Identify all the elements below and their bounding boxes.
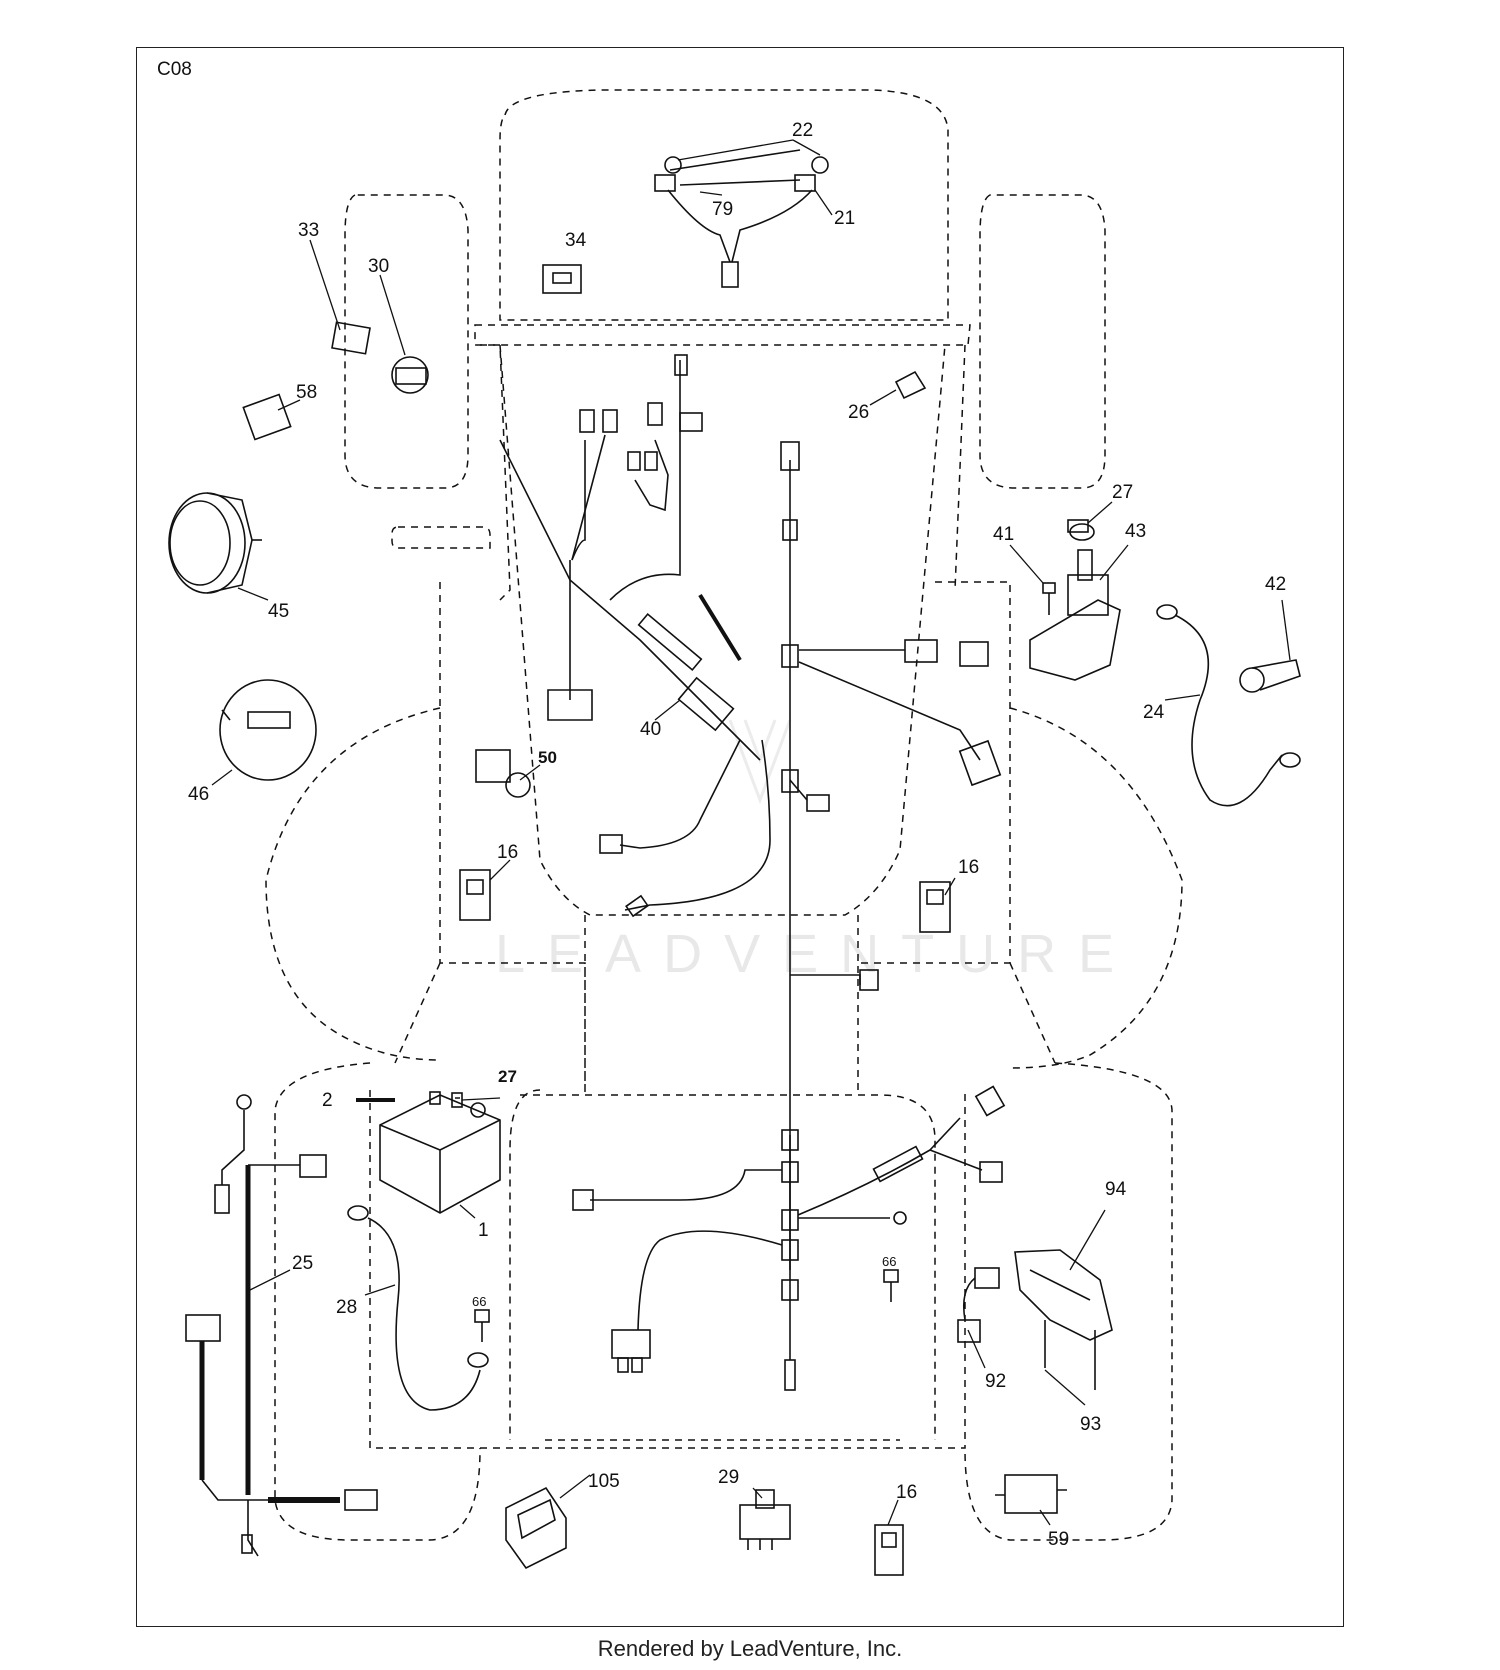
part-24-cable [1156, 604, 1301, 807]
part-46-hour-meter [219, 679, 317, 781]
part-25-harness [185, 1094, 378, 1557]
callout-45: 45 [268, 601, 289, 622]
callout-29: 29 [718, 1467, 739, 1488]
part-33-module [331, 321, 371, 355]
callout-34: 34 [565, 230, 587, 251]
callout-27-top: 27 [1112, 482, 1133, 503]
callout-2: 2 [322, 1090, 333, 1111]
part-16-relay-bottom [874, 1524, 904, 1576]
callout-30: 30 [368, 256, 389, 277]
part-30-ignition-switch [391, 356, 429, 394]
leader-lines [211, 139, 1291, 1526]
main-harness [499, 354, 1006, 1391]
part-43-solenoid [1029, 523, 1121, 681]
callout-66-left: 66 [472, 1294, 486, 1309]
part-1-battery [365, 1091, 501, 1214]
callout-22: 22 [792, 120, 813, 141]
part-16-relay-right [919, 881, 951, 933]
callout-16-left: 16 [497, 842, 518, 863]
callout-66-right: 66 [882, 1254, 896, 1269]
callout-28: 28 [336, 1297, 357, 1318]
callout-26: 26 [848, 402, 869, 423]
callout-43: 43 [1125, 521, 1146, 542]
part-94-switch-assembly [1014, 1249, 1113, 1341]
part-41-bolt [1042, 582, 1056, 615]
callout-42: 42 [1265, 574, 1286, 595]
callout-79: 79 [712, 199, 733, 220]
callout-93: 93 [1080, 1414, 1101, 1435]
callout-94: 94 [1105, 1179, 1127, 1200]
callout-1: 1 [478, 1220, 489, 1241]
part-92-harness [957, 1267, 1000, 1343]
callout-59: 59 [1048, 1529, 1069, 1550]
part-58-relay [242, 393, 292, 441]
callout-24: 24 [1143, 702, 1165, 723]
watermark-text: LEADVENTURE [495, 924, 1136, 984]
part-16-relay-left [459, 869, 491, 921]
footer-credit: Rendered by LeadVenture, Inc. [597, 1636, 903, 1661]
part-93-screw [1044, 1320, 1096, 1390]
diagram-code: C08 [157, 59, 192, 80]
part-66-bolt-right [883, 1269, 899, 1302]
part-28-cable [347, 1205, 489, 1411]
callout-58: 58 [296, 382, 317, 403]
callout-25: 25 [292, 1253, 313, 1274]
part-29-switch [739, 1489, 791, 1550]
part-45-gauge [168, 492, 262, 594]
callout-16-right: 16 [958, 857, 979, 878]
callout-41: 41 [993, 524, 1014, 545]
callout-40: 40 [640, 719, 661, 740]
part-59-capacitor [995, 1474, 1067, 1514]
tractor-outline [265, 89, 1183, 1541]
callout-92: 92 [985, 1371, 1006, 1392]
part-34-switch [542, 264, 582, 294]
part-105-switch [505, 1486, 567, 1570]
callout-105: 105 [588, 1471, 620, 1492]
callout-16-bottom: 16 [896, 1482, 917, 1503]
part-42-boot [1239, 659, 1301, 693]
callout-27-bottom: 27 [498, 1067, 517, 1086]
callout-50: 50 [538, 748, 557, 767]
callout-21: 21 [834, 208, 855, 229]
part-50-switch [475, 749, 531, 798]
callout-46: 46 [188, 784, 209, 805]
callout-33: 33 [298, 220, 319, 241]
callout-labels: C08 22 79 21 34 33 30 58 26 27 41 43 42 … [157, 59, 1286, 1550]
part-66-bolt-left [474, 1309, 490, 1342]
part-26-fuse [894, 370, 927, 400]
headlight-harness [654, 149, 829, 288]
diagram-frame [136, 47, 1344, 1627]
